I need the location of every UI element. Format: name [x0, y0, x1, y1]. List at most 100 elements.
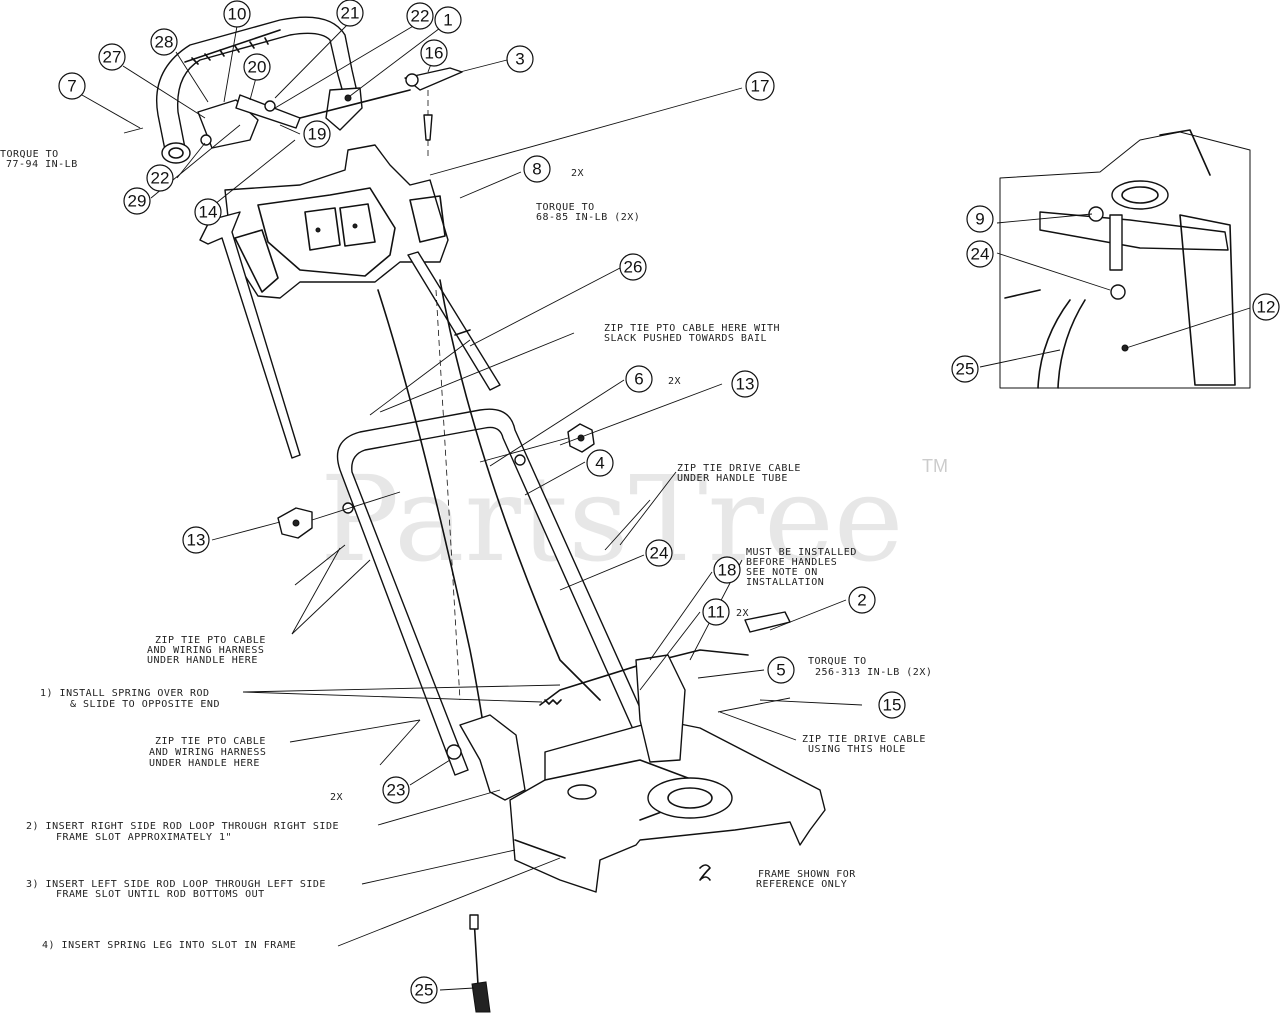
note-line: SLACK PUSHED TOWARDS BAIL [604, 333, 767, 344]
callout-3[interactable]: 3 [506, 45, 534, 73]
lower-handle [336, 408, 651, 776]
callout-6-label: 6 [634, 370, 643, 389]
watermark-tm: TM [922, 456, 948, 476]
note-step2: 2) INSERT RIGHT SIDE ROD LOOP THROUGH RI… [26, 821, 339, 843]
callout-14-label: 14 [199, 203, 218, 222]
callout-2-label: 2 [857, 591, 866, 610]
callout-15-label: 15 [883, 696, 902, 715]
callout-13b[interactable]: 13 [182, 526, 210, 554]
cable-end [469, 914, 491, 1013]
note-line: TORQUE TO [0, 149, 59, 160]
callout-25-label: 25 [415, 981, 434, 1000]
callout-11[interactable]: 11 [702, 598, 730, 626]
callout-6[interactable]: 6 [625, 365, 653, 393]
callout-22b-label: 22 [151, 169, 170, 188]
callout-16-label: 16 [425, 44, 444, 63]
callout-29-label: 29 [128, 192, 147, 211]
callout-24b[interactable]: 24 [966, 240, 994, 268]
note-qty-6: 2X [668, 376, 681, 387]
callout-29[interactable]: 29 [123, 187, 151, 215]
note-line: & SLIDE TO OPPOSITE END [70, 699, 220, 710]
inset-detail [999, 129, 1251, 389]
callout-7[interactable]: 7 [58, 72, 86, 100]
callout-13[interactable]: 13 [731, 370, 759, 398]
note-line: ZIP TIE DRIVE CABLE [677, 463, 801, 474]
note-line: AND WIRING HARNESS [147, 645, 264, 656]
callout-21-label: 21 [341, 4, 360, 23]
callout-5-label: 5 [776, 661, 785, 680]
bail-handle [156, 16, 363, 164]
callout-8-label: 8 [532, 160, 541, 179]
callout-1-label: 1 [443, 11, 452, 30]
note-line: FRAME SLOT UNTIL ROD BOTTOMS OUT [56, 889, 265, 900]
callout-18-label: 18 [718, 561, 737, 580]
callout-21[interactable]: 21 [336, 0, 364, 27]
callout-22-label: 22 [411, 7, 430, 26]
note-step3: 3) INSERT LEFT SIDE ROD LOOP THROUGH LEF… [26, 879, 325, 900]
callout-10[interactable]: 10 [223, 0, 251, 28]
callout-23[interactable]: 23 [382, 776, 410, 804]
callout-9[interactable]: 9 [966, 205, 994, 233]
note-torque-68: TORQUE TO 68-85 IN-LB (2X) [536, 202, 640, 223]
callout-14[interactable]: 14 [194, 198, 222, 226]
note-line: 256-313 IN-LB (2X) [815, 667, 932, 678]
note-line: 1) INSTALL SPRING OVER ROD [40, 688, 210, 699]
callout-1[interactable]: 1 [434, 6, 462, 34]
callout-26[interactable]: 26 [619, 253, 647, 281]
callout-11-label: 11 [707, 603, 725, 622]
note-line: TORQUE TO [536, 202, 595, 213]
note-zip-drive-hole: ZIP TIE DRIVE CABLE USING THIS HOLE [802, 734, 926, 755]
callout-15[interactable]: 15 [878, 691, 906, 719]
note-line: MUST BE INSTALLED [746, 547, 857, 558]
callout-17[interactable]: 17 [745, 71, 775, 101]
callout-24-label: 24 [650, 544, 669, 563]
callout-22b[interactable]: 22 [146, 164, 174, 192]
note-line: ZIP TIE PTO CABLE [155, 635, 266, 646]
callout-2[interactable]: 2 [848, 586, 876, 614]
callout-19-label: 19 [308, 125, 327, 144]
spring-rod [539, 611, 791, 881]
callout-4-label: 4 [595, 454, 604, 473]
callout-18[interactable]: 18 [713, 556, 741, 584]
callout-12-label: 12 [1257, 298, 1276, 317]
callout-13-label: 13 [736, 375, 755, 394]
callout-19[interactable]: 19 [303, 120, 331, 148]
callout-20[interactable]: 20 [243, 53, 271, 81]
frame [446, 654, 826, 893]
callout-16[interactable]: 16 [420, 39, 448, 67]
callout-25b[interactable]: 25 [951, 355, 979, 383]
callout-22[interactable]: 22 [406, 2, 434, 30]
note-line: ZIP TIE PTO CABLE [155, 736, 266, 747]
callout-23-label: 23 [387, 781, 406, 800]
callout-5[interactable]: 5 [767, 656, 795, 684]
note-zip-pto-bail: ZIP TIE PTO CABLE HERE WITH SLACK PUSHED… [604, 323, 780, 344]
control-lever [299, 67, 463, 160]
dashboard-console [224, 144, 449, 299]
callout-4[interactable]: 4 [586, 449, 614, 477]
note-line: SEE NOTE ON [746, 567, 818, 578]
note-line: UNDER HANDLE HERE [149, 758, 260, 769]
note-line: ZIP TIE DRIVE CABLE [802, 734, 926, 745]
note-line: REFERENCE ONLY [756, 879, 847, 890]
note-torque-256: TORQUE TO 256-313 IN-LB (2X) [808, 656, 932, 678]
callout-27[interactable]: 27 [98, 43, 126, 71]
note-line: INSTALLATION [746, 577, 824, 588]
callout-25[interactable]: 25 [410, 976, 438, 1004]
note-step4: 4) INSERT SPRING LEG INTO SLOT IN FRAME [42, 940, 296, 951]
note-line: USING THIS HOLE [808, 744, 906, 755]
callout-12[interactable]: 12 [1252, 293, 1280, 321]
callout-25b-label: 25 [956, 360, 975, 379]
note-line: 2) INSERT RIGHT SIDE ROD LOOP THROUGH RI… [26, 821, 339, 832]
callout-9-label: 9 [975, 210, 984, 229]
note-torque-77: TORQUE TO 77-94 IN-LB [0, 149, 77, 170]
callout-20-label: 20 [248, 58, 267, 77]
callout-8[interactable]: 8 [523, 155, 551, 183]
note-must-install: MUST BE INSTALLED BEFORE HANDLES SEE NOT… [746, 547, 857, 588]
note-line: AND WIRING HARNESS [149, 747, 266, 758]
note-step1: 1) INSTALL SPRING OVER ROD & SLIDE TO OP… [40, 688, 220, 710]
note-line: FRAME SLOT APPROXIMATELY 1" [56, 832, 232, 843]
callout-24b-label: 24 [971, 245, 990, 264]
callout-28[interactable]: 28 [150, 28, 178, 56]
callout-24[interactable]: 24 [645, 539, 673, 567]
